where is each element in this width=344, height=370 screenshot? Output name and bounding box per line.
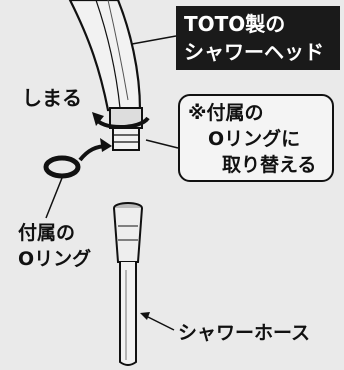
hose-leader: [145, 315, 175, 331]
rotation-arrow-head: [92, 112, 104, 126]
oring-label: 付属の Oリング: [18, 220, 91, 272]
shower-hose: [119, 262, 137, 366]
hose-label: シャワーホース: [178, 322, 311, 344]
showerhead-callout-line1: TOTO製の: [184, 12, 286, 36]
oring-label-line1: 付属の: [18, 222, 76, 244]
showerhead-callout-line2: シャワーヘッド: [184, 40, 324, 64]
tighten-label: しまる: [22, 86, 82, 110]
replace-oring-note: ※付属の Oリングに 取り替える: [178, 94, 334, 182]
showerhead-leader: [131, 35, 177, 45]
showerhead-callout: TOTO製の シャワーヘッド: [176, 6, 340, 70]
oring-insert-arrow-head: [100, 138, 112, 152]
head-connector: [109, 107, 143, 151]
oring-label-line2: Oリング: [18, 248, 92, 270]
replace-note-line1: ※付属の: [188, 102, 264, 124]
oring-leader: [45, 177, 63, 219]
replace-note-line3: 取り替える: [222, 154, 317, 176]
o-ring: [43, 155, 81, 179]
hose-nut: [113, 202, 143, 263]
note-leader: [145, 139, 179, 149]
hose-leader-head: [140, 312, 150, 320]
replace-note-line2: Oリングに: [208, 128, 301, 150]
